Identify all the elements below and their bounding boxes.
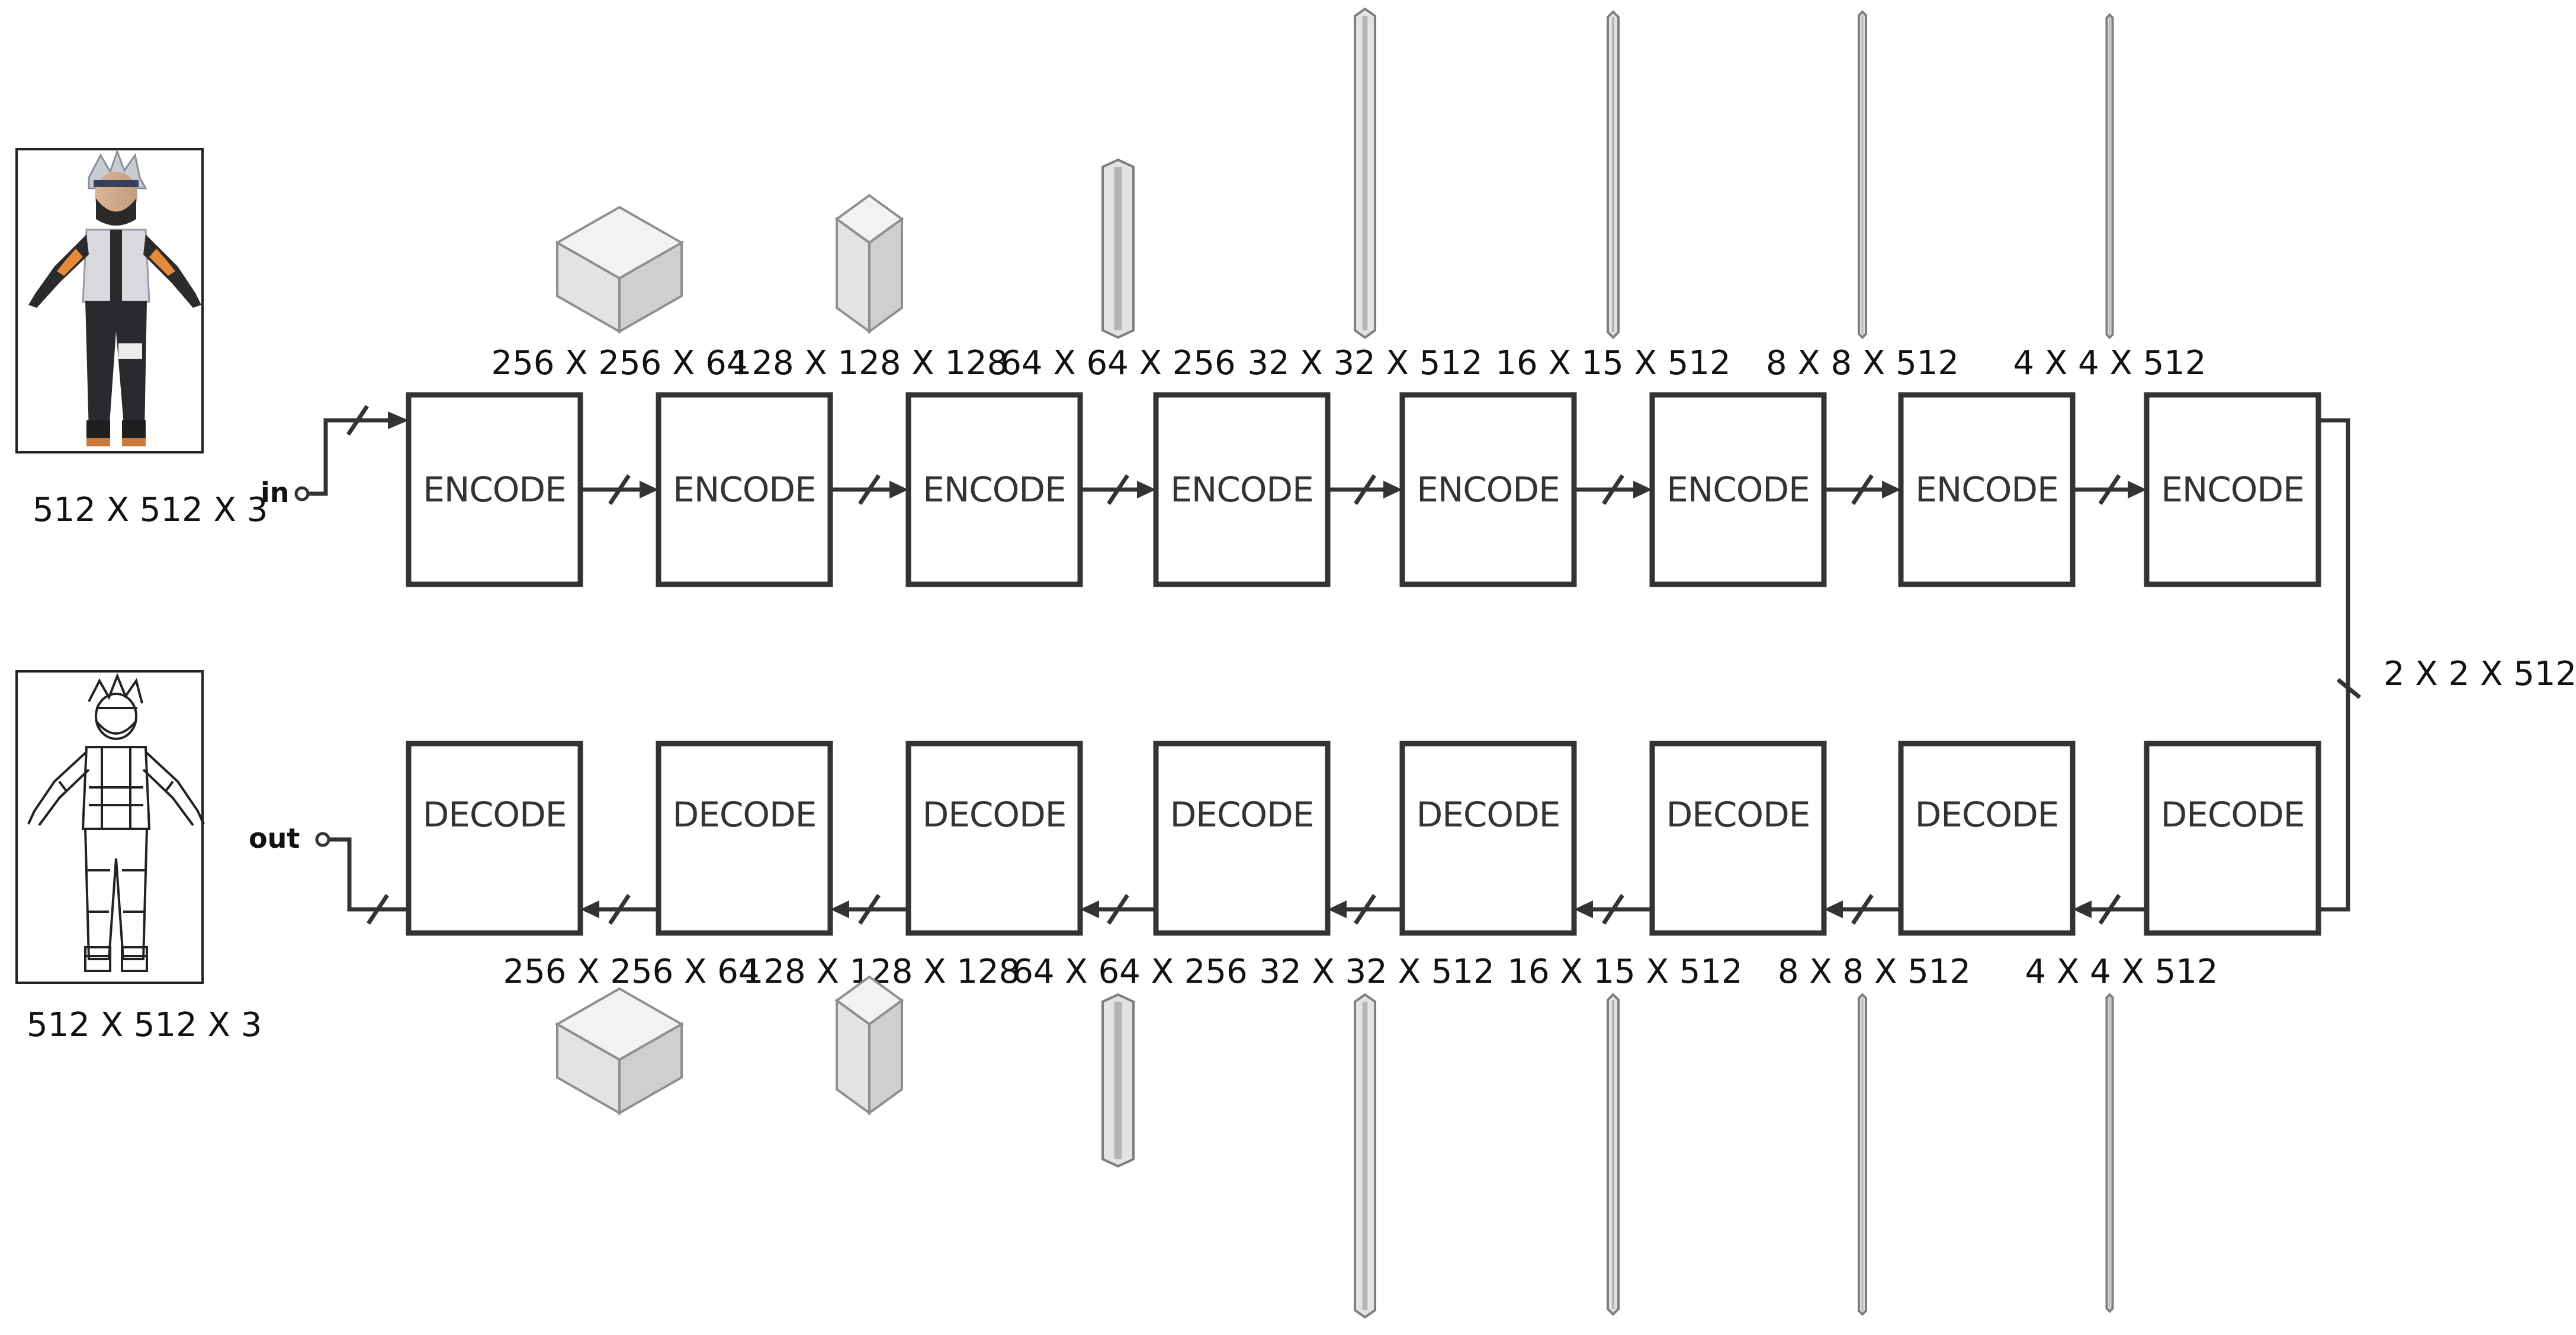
encoder-tensor-7	[2105, 13, 2114, 339]
encoder-arrowhead	[2128, 481, 2147, 498]
encoder-bus-slash	[1602, 474, 1624, 505]
encoder-dims-label-5: 16 X 15 X 512	[1495, 344, 1730, 382]
decoder-path: DECODE DECODE DECODE DECODE DECODE DECODE DECO…	[406, 741, 2321, 1319]
decode-block-label: DECODE	[423, 794, 567, 835]
decoder-dims-label-7: 4 X 4 X 512	[2025, 953, 2218, 991]
encoder-path: ENCODE ENCODE ENCODE ENCODE ENCODE ENCODE ENCO…	[346, 7, 2321, 587]
encode-block-label: ENCODE	[923, 469, 1066, 510]
encoder-bus-slash	[1851, 474, 1874, 505]
decoder-dims-label-5: 16 X 15 X 512	[1507, 953, 1742, 991]
decode-block-4	[1153, 741, 1331, 936]
decoder-bus-slash	[858, 894, 881, 925]
encoder-dims-label-1: 256 X 256 X 64	[492, 344, 748, 382]
decoder-tensor-4	[1354, 993, 1376, 1319]
encoder-dims-label-3: 64 X 64 X 256	[1000, 344, 1235, 382]
encoder-tensor-4	[1354, 7, 1376, 339]
encoder-arrowhead	[1882, 481, 1901, 498]
output-dims-label: 512 X 512 X 3	[27, 1006, 262, 1044]
encoder-arrowhead	[1383, 481, 1402, 498]
encoder-bus-slash	[1107, 474, 1129, 505]
encode-block-label: ENCODE	[673, 469, 816, 510]
output-port	[315, 832, 330, 847]
encoder-dims-label-7: 4 X 4 X 512	[2013, 344, 2206, 382]
decoder-arrowhead	[1824, 900, 1843, 918]
output-port-label: out	[249, 822, 300, 854]
encode-block-label: ENCODE	[1666, 469, 1810, 510]
encoder-tensor-1	[554, 205, 685, 334]
output-image	[15, 670, 205, 984]
encoder-arrowhead	[640, 481, 659, 498]
decoder-tensor-3	[1101, 993, 1135, 1168]
decoder-tensor-2	[834, 975, 904, 1115]
decoder-arrowhead	[2073, 900, 2092, 918]
encode-block-label: ENCODE	[2161, 469, 2304, 510]
encoder-tensor-6	[1858, 10, 1867, 339]
decoder-bus-slash	[608, 894, 631, 925]
encode-block-label: ENCODE	[1170, 469, 1313, 510]
encode-block-label: ENCODE	[1417, 469, 1560, 510]
decode-block-label: DECODE	[1666, 794, 1810, 835]
bottleneck-dims-label: 2 X 2 X 512	[2384, 655, 2576, 693]
decoder-dims-label-1: 256 X 256 X 64	[503, 953, 760, 991]
decoder-tensor-6	[1858, 993, 1867, 1316]
encode-block-8	[2144, 392, 2321, 587]
encode-block-label: ENCODE	[423, 469, 566, 510]
decoder-arrowhead	[830, 900, 849, 918]
encode-block-4	[1153, 392, 1331, 587]
decode-block-label: DECODE	[923, 794, 1067, 835]
decode-block-1	[406, 741, 583, 936]
decode-block-label: DECODE	[1915, 794, 2059, 835]
decode-block-label: DECODE	[673, 794, 817, 835]
input-image	[15, 148, 204, 453]
decoder-arrowhead	[1080, 900, 1099, 918]
input-port	[294, 486, 310, 501]
decode-block-label: DECODE	[2161, 794, 2305, 835]
encoder-bus-slash	[1354, 474, 1376, 505]
decoder-bus-slash	[2098, 894, 2121, 925]
encoder-bus-slash	[608, 474, 631, 505]
encoder-dims-label-2: 128 X 128 X 128	[731, 344, 1008, 382]
decode-block-2	[656, 741, 833, 936]
encoder-arrowhead	[889, 481, 908, 498]
decoder-dims-label-3: 64 X 64 X 256	[1012, 953, 1247, 991]
encoder-dims-label-6: 8 X 8 X 512	[1766, 344, 1959, 382]
encoder-bus-slash	[858, 474, 881, 505]
encoder-bus-slash	[2098, 474, 2121, 505]
decoder-arrowhead	[580, 900, 599, 918]
decode-block-label: DECODE	[1417, 794, 1560, 835]
encode-block-6	[1649, 392, 1827, 587]
encoder-tensor-5	[1607, 10, 1620, 339]
decoder-arrowhead	[1328, 900, 1347, 918]
decoder-bus-slash	[1107, 894, 1129, 925]
decode-block-label: DECODE	[1170, 794, 1314, 835]
encoder-arrowhead	[1633, 481, 1652, 498]
decoder-tensor-1	[554, 987, 685, 1115]
input-port-label: in	[261, 477, 290, 509]
decoder-dims-label-6: 8 X 8 X 512	[1778, 953, 1971, 991]
encode-block-7	[1898, 392, 2076, 587]
decoder-bus-slash	[1851, 894, 1874, 925]
encoder-dims-label-4: 32 X 32 X 512	[1247, 344, 1482, 382]
decode-block-5	[1399, 741, 1577, 936]
encoder-arrowhead	[1137, 481, 1156, 498]
decode-block-6	[1649, 741, 1827, 936]
decoder-arrowhead	[1574, 900, 1593, 918]
decoder-dims-label-4: 32 X 32 X 512	[1259, 953, 1494, 991]
decode-block-7	[1898, 741, 2076, 936]
decoder-bus-slash	[1602, 894, 1624, 925]
decode-block-3	[905, 741, 1083, 936]
decoder-tensor-5	[1607, 993, 1620, 1316]
input-bus-slash	[346, 405, 369, 436]
encoder-tensor-3	[1101, 158, 1135, 339]
decoder-tensor-7	[2105, 993, 2114, 1313]
decode-block-8	[2144, 741, 2321, 936]
input-dims-label: 512 X 512 X 3	[33, 491, 268, 529]
encode-block-label: ENCODE	[1915, 469, 2058, 510]
encoder-tensor-2	[834, 194, 904, 334]
decoder-bus-slash	[1354, 894, 1376, 925]
